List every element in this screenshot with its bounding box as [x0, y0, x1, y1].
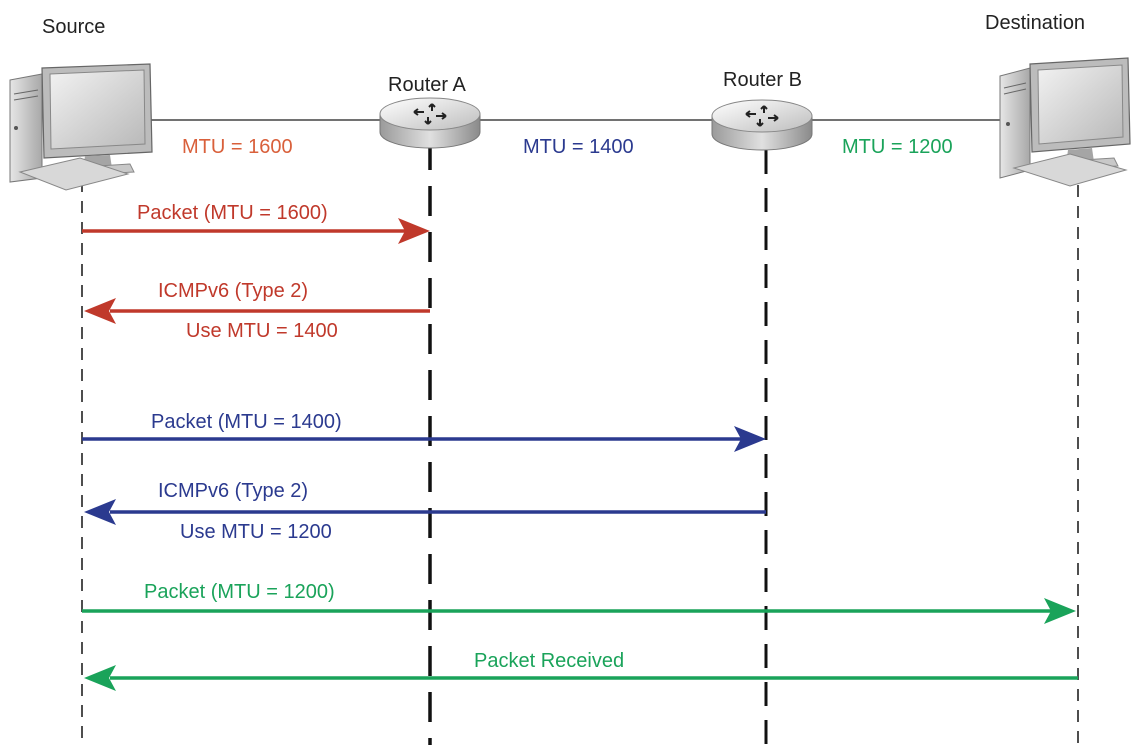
arrow-packet-1200-head — [1044, 598, 1076, 624]
link-mtu-label-3: MTU = 1200 — [842, 136, 953, 158]
lifelines — [81, 140, 1079, 745]
message-label-packet-1400: Packet (MTU = 1400) — [151, 411, 342, 433]
message-label-packet-1200: Packet (MTU = 1200) — [144, 581, 335, 603]
message-label-icmp-1: ICMPv6 (Type 2) — [158, 280, 308, 302]
router-b-icon — [711, 99, 813, 151]
arrow-icmp-1200-head — [84, 499, 116, 525]
message-arrows — [82, 218, 1078, 691]
link-mtu-label-2: MTU = 1400 — [523, 136, 634, 158]
router-a-icon — [379, 97, 481, 149]
message-sublabel-use-mtu-1200: Use MTU = 1200 — [180, 521, 332, 543]
destination-computer-icon — [999, 57, 1131, 187]
router-b-label: Router B — [723, 69, 802, 91]
destination-label: Destination — [985, 12, 1085, 34]
message-label-packet-received: Packet Received — [474, 650, 624, 672]
source-label: Source — [42, 16, 105, 38]
router-a-label: Router A — [388, 74, 466, 96]
message-label-icmp-2: ICMPv6 (Type 2) — [158, 480, 308, 502]
source-computer-icon — [9, 63, 153, 191]
arrow-packet-1600-head — [398, 218, 430, 244]
arrow-icmp-1400-head — [84, 298, 116, 324]
link-mtu-label-1: MTU = 1600 — [182, 136, 293, 158]
arrow-packet-received-head — [84, 665, 116, 691]
message-label-packet-1600: Packet (MTU = 1600) — [137, 202, 328, 224]
arrow-packet-1400-head — [734, 426, 766, 452]
message-sublabel-use-mtu-1400: Use MTU = 1400 — [186, 320, 338, 342]
